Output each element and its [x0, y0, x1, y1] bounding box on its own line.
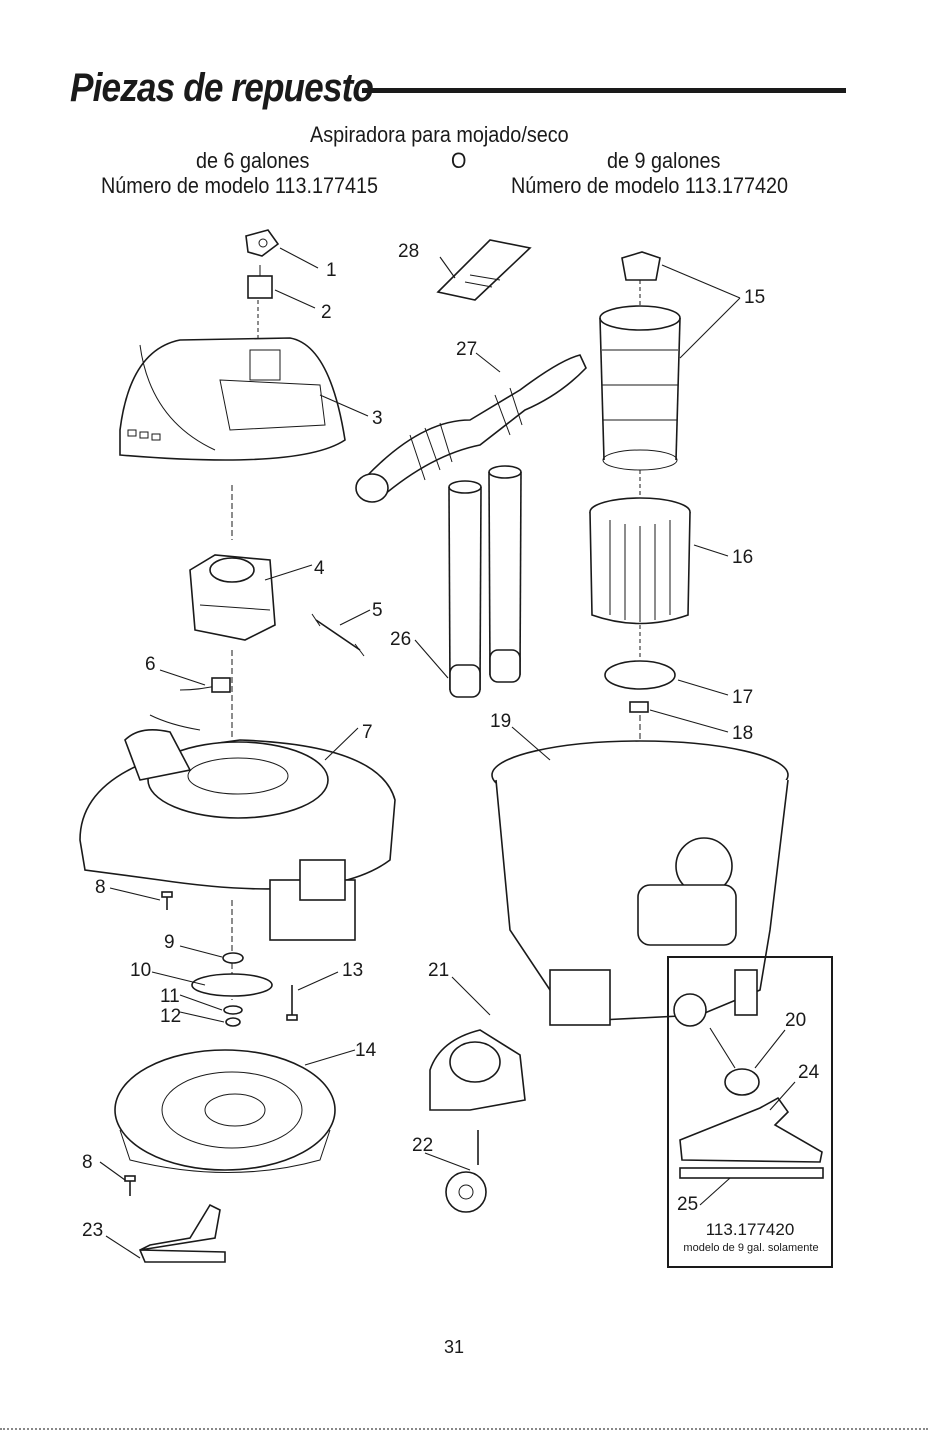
cord-strap-part — [312, 614, 364, 656]
hose-part — [356, 355, 586, 502]
callout-6: 6 — [145, 654, 156, 675]
callout-18: 18 — [732, 723, 753, 744]
callout-3: 3 — [372, 408, 383, 429]
page-number: 31 — [444, 1337, 464, 1358]
callout-22: 22 — [412, 1135, 433, 1156]
callout-8-lower: 8 — [82, 1152, 93, 1173]
callout-23: 23 — [82, 1220, 103, 1241]
washer-part — [223, 953, 243, 963]
impeller-screw-part — [287, 985, 297, 1020]
callout-10: 10 — [130, 960, 151, 981]
callout-7: 7 — [362, 722, 373, 743]
callout-11: 11 — [160, 986, 180, 1007]
screw-part-lower — [125, 1176, 135, 1196]
caster-part — [446, 1130, 486, 1212]
spacer-part — [224, 1006, 242, 1014]
motor-cover-part — [120, 338, 345, 460]
owners-manual-part — [438, 240, 530, 300]
inset-model-number: 113.177420 — [675, 1220, 825, 1240]
motor-part — [190, 555, 275, 640]
caster-foot-part — [430, 1030, 525, 1110]
extension-wand-part-a — [449, 481, 481, 697]
switch-cover-part — [246, 230, 278, 256]
nut-part — [226, 1018, 240, 1026]
callout-17: 17 — [732, 687, 753, 708]
filter-cage-part — [600, 252, 680, 470]
filter-lid-part — [605, 661, 675, 689]
callout-21: 21 — [428, 960, 449, 981]
switch-part — [248, 265, 272, 298]
callout-19: 19 — [490, 711, 511, 732]
callout-16: 16 — [732, 547, 753, 568]
callout-28: 28 — [398, 241, 419, 262]
filter-nut-part — [630, 702, 648, 712]
extension-wand-part-b — [489, 466, 521, 682]
callout-9: 9 — [164, 932, 175, 953]
callout-15: 15 — [744, 287, 765, 308]
callout-8-upper: 8 — [95, 877, 106, 898]
screw-part-upper — [162, 892, 172, 910]
callout-14: 14 — [355, 1040, 377, 1061]
cartridge-filter-part — [590, 498, 690, 624]
callout-12: 12 — [160, 1006, 181, 1027]
callout-2: 2 — [321, 302, 332, 323]
inset-note: modelo de 9 gal. solamente — [668, 1242, 834, 1254]
lid-part — [80, 730, 395, 940]
utility-nozzle-part — [140, 1205, 225, 1262]
callout-4: 4 — [314, 558, 325, 579]
power-cord-part — [150, 678, 230, 730]
callout-5: 5 — [372, 600, 383, 621]
collector-base-part — [115, 1050, 335, 1173]
bottom-edge — [0, 1428, 928, 1430]
callout-13: 13 — [342, 960, 363, 981]
callout-27: 27 — [456, 339, 477, 360]
callout-1: 1 — [326, 260, 337, 281]
callout-26: 26 — [390, 629, 411, 650]
